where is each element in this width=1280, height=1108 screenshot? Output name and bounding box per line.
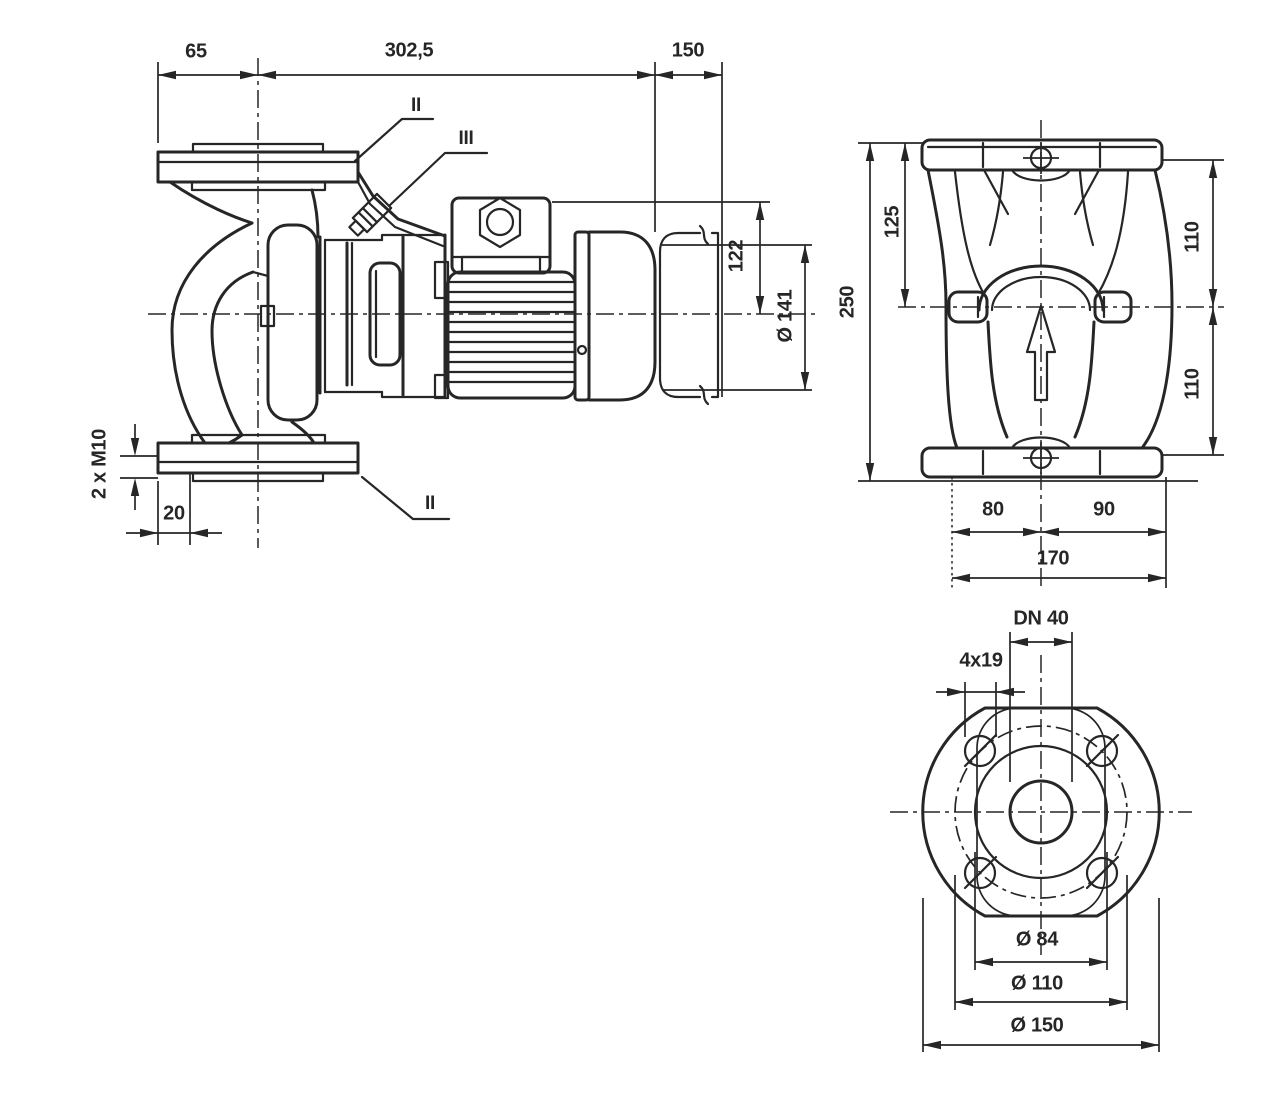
front-view (858, 120, 1224, 588)
dim-90: 90 (1093, 498, 1115, 521)
label-vent: III (458, 128, 474, 149)
motor-fins (448, 280, 575, 384)
dim-80: 80 (982, 498, 1004, 521)
dim-dia-110: Ø 110 (1011, 972, 1063, 995)
dim-dia-150: Ø 150 (1010, 1014, 1064, 1037)
dim-150: 150 (671, 39, 705, 62)
dim-20: 20 (163, 502, 185, 525)
dim-122: 122 (725, 239, 748, 273)
vent-plug (348, 192, 393, 237)
bolt-holes (963, 733, 1120, 890)
label-flange-top: II (411, 95, 421, 116)
dim-170: 170 (1036, 547, 1070, 570)
dim-110-top: 110 (1181, 221, 1204, 253)
dim-250: 250 (836, 285, 859, 319)
dim-110-bottom: 110 (1181, 368, 1204, 400)
dim-125: 125 (881, 205, 904, 239)
dim-dn40: DN 40 (1013, 607, 1069, 630)
dim-2xM10: 2 x M10 (88, 428, 111, 500)
flange-view (890, 632, 1192, 1052)
dim-dia-141: Ø 141 (774, 289, 797, 343)
dim-dia-84: Ø 84 (1015, 928, 1059, 951)
dim-302-5: 302,5 (384, 39, 434, 62)
label-flange-bottom: II (425, 493, 435, 514)
dim-65: 65 (185, 40, 207, 63)
dim-4x19: 4x19 (959, 649, 1003, 672)
side-view (120, 58, 818, 548)
